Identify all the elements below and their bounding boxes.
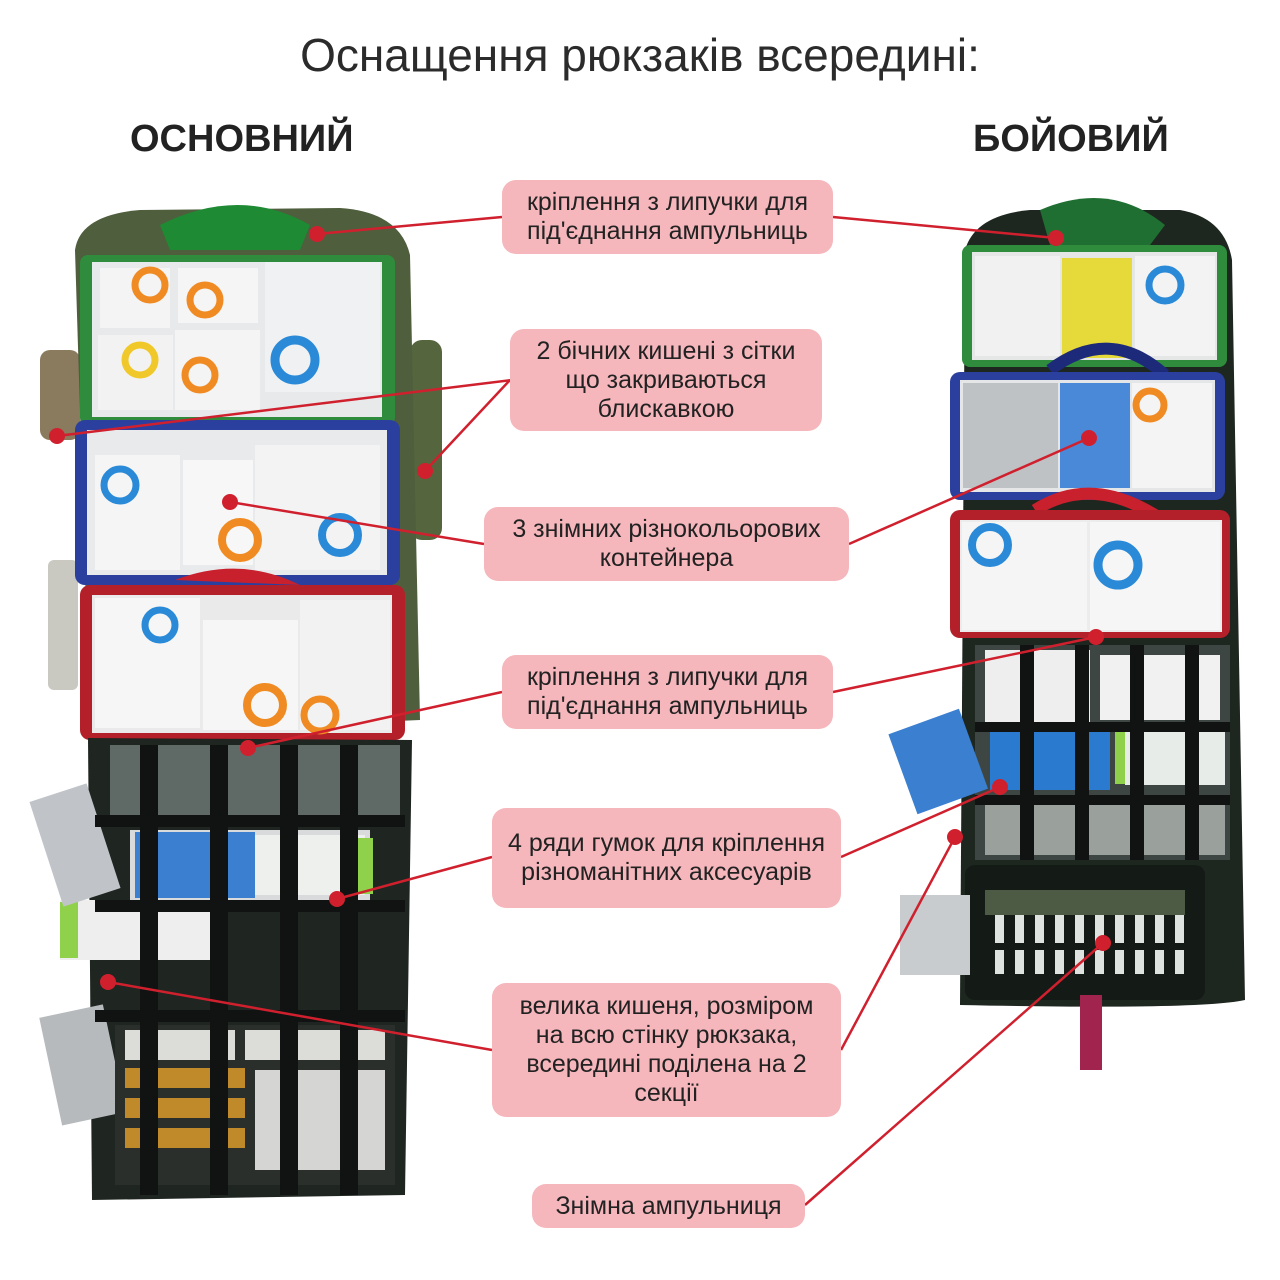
kit-title-main: ОСНОВНИЙ — [130, 118, 354, 160]
callout-large-pocket: велика кишеня, розміром на всю стінку рю… — [492, 983, 841, 1117]
leader-lines — [56, 215, 1104, 1206]
callout-velcro-bottom: кріплення з липучки для під'єднання ампу… — [502, 655, 833, 729]
leader-dots — [49, 226, 1111, 990]
callout-mesh-pockets: 2 бічних кишені з сітки що закриваються … — [510, 329, 822, 431]
main-backpack-image — [29, 205, 442, 1200]
combat-backpack-image — [888, 198, 1245, 1070]
kit-title-combat: БОЙОВИЙ — [973, 118, 1169, 160]
callout-containers: 3 знімних різнокольорових контейнера — [484, 507, 849, 581]
page-title: Оснащення рюкзаків всередині: — [300, 29, 980, 81]
callout-elastic-rows: 4 ряди гумок для кріплення різноманітних… — [492, 808, 841, 908]
callout-velcro-top: кріплення з липучки для під'єднання ампу… — [502, 180, 833, 254]
callout-ampoule-holder: Знімна ампульниця — [532, 1184, 805, 1228]
